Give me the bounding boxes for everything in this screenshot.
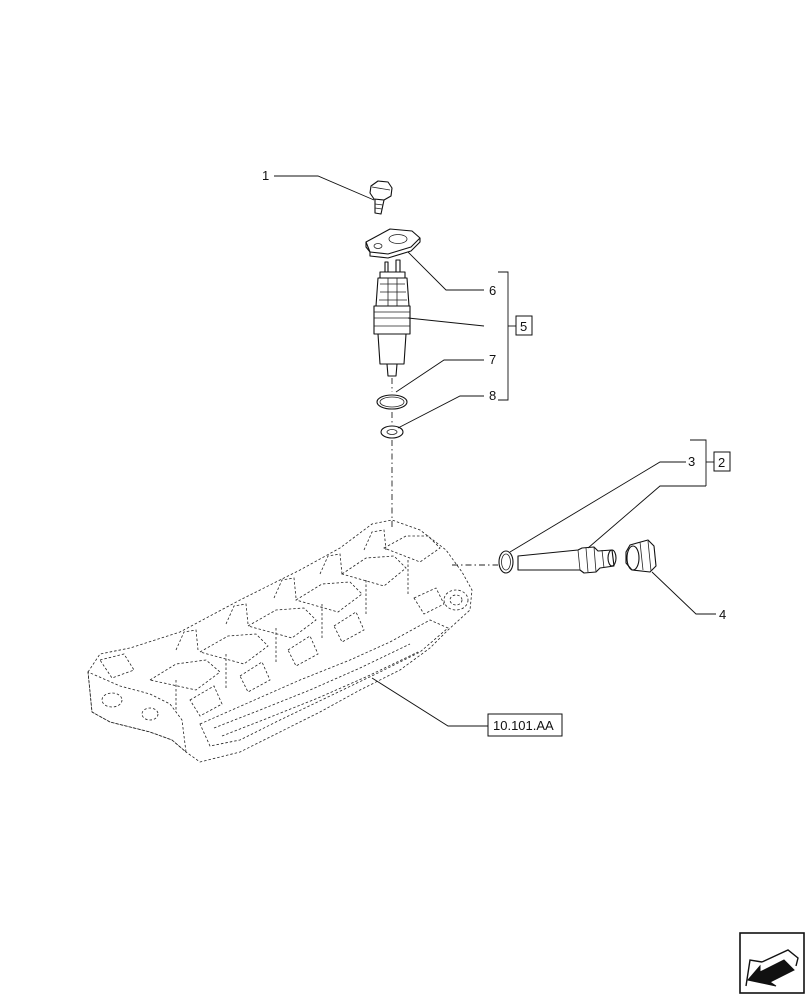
arrow-icon[interactable] <box>739 932 805 994</box>
leader-3 <box>509 461 686 553</box>
bracket-5 <box>498 271 509 401</box>
callout-8: 8 <box>489 388 496 403</box>
callout-1: 1 <box>262 168 269 183</box>
leader-5 <box>407 317 485 327</box>
callout-7: 7 <box>489 352 496 367</box>
fuel-line-o-ring-inner <box>501 553 511 571</box>
callout-5-box <box>515 315 533 336</box>
leader-6 <box>407 251 484 291</box>
washer <box>380 425 404 439</box>
callout-2: 2 <box>718 455 725 470</box>
callout-3: 3 <box>688 454 695 469</box>
callout-2-box <box>713 451 731 472</box>
leader-2 <box>587 485 706 549</box>
injector <box>373 259 411 377</box>
leader-4 <box>651 571 716 615</box>
o-ring <box>376 394 408 410</box>
fuel-connector-pipe <box>517 546 617 574</box>
connector-nut <box>625 539 657 573</box>
reference-link[interactable]: 10.101.AA <box>493 718 554 733</box>
leader-7 <box>395 359 484 393</box>
leader-ref <box>371 677 488 727</box>
washer-hole <box>386 429 398 435</box>
cylinder-head <box>87 519 473 763</box>
leader-lines <box>274 175 716 727</box>
callout-4: 4 <box>719 607 726 622</box>
callout-5: 5 <box>520 319 527 334</box>
fuel-line-o-ring <box>498 550 514 574</box>
o-ring-inner <box>379 396 405 408</box>
bolt <box>369 180 393 215</box>
leader-1 <box>274 175 375 201</box>
reference-box[interactable] <box>487 713 563 737</box>
leader-8 <box>397 395 484 429</box>
bracket-2 <box>690 439 707 486</box>
callout-6: 6 <box>489 283 496 298</box>
clamp-bracket <box>365 228 421 259</box>
